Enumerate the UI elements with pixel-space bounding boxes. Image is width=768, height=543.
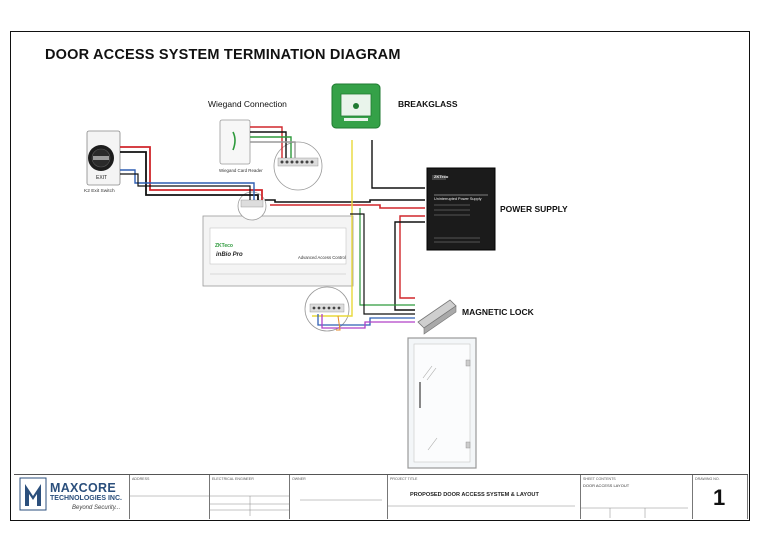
engineer-header: ELECTRICAL ENGINEER	[212, 477, 254, 481]
sheet-contents-header: SHEET CONTENTS	[583, 477, 616, 481]
magnetic-lock-label: MAGNETIC LOCK	[462, 307, 534, 317]
breakglass-icon	[331, 83, 381, 129]
card-reader-icon	[219, 119, 251, 165]
address-cell: ADDRESS	[129, 475, 209, 519]
magnetic-lock-icon	[417, 299, 457, 335]
engineer-cell: ELECTRICAL ENGINEER	[209, 475, 289, 519]
controller-brand: ZKTeco	[215, 243, 233, 249]
logo-icon	[19, 477, 47, 511]
owner-cell: OWNER	[289, 475, 387, 519]
page-title: DOOR ACCESS SYSTEM TERMINATION DIAGRAM	[45, 47, 401, 63]
company-name: MAXCORE	[50, 481, 116, 495]
drawing-no: 1	[713, 485, 726, 510]
drawing-no-cell: DRAWING NO. 1	[692, 475, 748, 519]
power-supply-label: POWER SUPPLY	[500, 204, 568, 214]
project-title-cell: PROJECT TITLE PROPOSED DOOR ACCESS SYSTE…	[387, 475, 580, 519]
wiegand-connection-label: Wiegand Connection	[208, 99, 287, 109]
title-block: MAXCORE TECHNOLOGIES INC. Beyond Securit…	[14, 474, 748, 519]
psu-title: Uninterrupted Power Supply	[434, 197, 482, 201]
address-header: ADDRESS	[132, 477, 150, 481]
controller-model: inBio Pro	[216, 252, 243, 258]
sheet-contents-cell: SHEET CONTENTS DOOR ACCESS LAYOUT	[580, 475, 692, 519]
owner-header: OWNER	[292, 477, 306, 481]
psu-brand: ZKTeco	[434, 174, 449, 179]
title-block-lines	[130, 495, 688, 518]
drawing-border	[10, 31, 750, 521]
exit-switch-label: K2 Exit Switch	[84, 189, 115, 194]
exit-switch-icon	[86, 130, 121, 186]
breakglass-label: BREAKGLASS	[398, 99, 458, 109]
wiring	[120, 126, 425, 331]
wiegand-card-reader-label: Wiegand Card Reader	[219, 168, 263, 173]
exit-text: EXIT	[96, 175, 108, 181]
company-tagline: Beyond Security...	[72, 505, 121, 511]
sheet-contents: DOOR ACCESS LAYOUT	[583, 483, 630, 488]
glass-door-icon	[407, 337, 477, 469]
controller-icon	[202, 215, 354, 287]
controller-desc: Advanced Access Control	[298, 255, 346, 260]
drawing-no-header: DRAWING NO.	[695, 477, 720, 481]
company-subname: TECHNOLOGIES INC.	[50, 495, 122, 502]
power-supply-icon	[426, 167, 496, 251]
project-title-header: PROJECT TITLE	[390, 477, 418, 481]
logo-cell: MAXCORE TECHNOLOGIES INC. Beyond Securit…	[14, 475, 129, 519]
project-title: PROPOSED DOOR ACCESS SYSTEM & LAYOUT	[410, 492, 539, 498]
